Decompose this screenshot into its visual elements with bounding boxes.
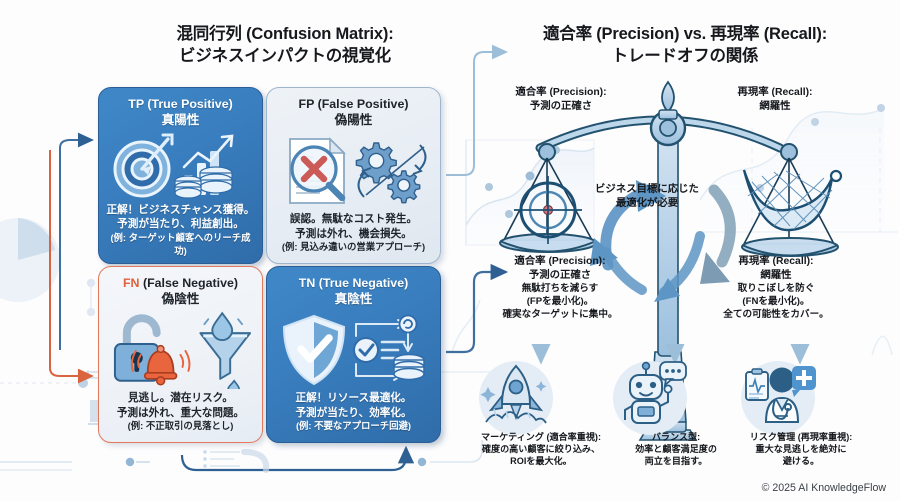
tn-desc-line1: 正解！リソース最適化。 — [295, 392, 412, 405]
robot-icon — [624, 361, 687, 424]
fn-desc-line1: 見逃し。潜在リスク。 — [127, 392, 234, 405]
tp-desc-line2: 予測が当たり、利益創出。 — [117, 218, 244, 231]
left-section-title: 混同行列 (Confusion Matrix): ビジネスインパクトの視覚化 — [95, 24, 475, 68]
tn-heading-en: TN (True Negative) — [298, 276, 409, 290]
balance-line1: ビジネス目標に応じた — [595, 184, 699, 195]
tp-desc-line1: 正解！ビジネスチャンス獲得。 — [106, 203, 255, 216]
tn-artwork — [273, 308, 434, 391]
fn-heading: FN (False Negative) 偽陰性 — [123, 275, 238, 308]
usecase-marketing-line1: マーケティング (適合率重視): — [480, 432, 601, 442]
tn-desc-line2: 予測が当たり、効率化。 — [295, 406, 412, 419]
left-title-line2: ビジネスインパクトの視覚化 — [179, 46, 391, 65]
precision-top-label: 適合率 (Precision): 予測の正確さ — [486, 86, 636, 114]
usecase-balanced-line3: 両立を目指す。 — [644, 456, 708, 467]
usecase-marketing-label: マーケティング (適合率重視): 確度の高い顧客に絞り込み、 ROIを最大化。 — [466, 431, 616, 468]
database-icon — [392, 353, 425, 380]
right-section-title: 適合率 (Precision) vs. 再現率 (Recall): トレードオフ… — [485, 24, 885, 68]
doctor-clipboard-icon — [745, 366, 816, 423]
fp-desc-line1: 誤認。無駄なコスト発生。 — [289, 213, 418, 226]
copyright-notice: © 2025 AI KnowledgeFlow — [761, 482, 886, 494]
tp-heading-en: TP (True Positive) — [128, 97, 233, 111]
tn-desc-line3: (例: 不要なアプローチ回避) — [295, 420, 412, 432]
fp-heading-jp: 偽陽性 — [334, 113, 373, 128]
recall-detail-line1: 再現率 (Recall): — [738, 256, 814, 267]
precision-detail-label: 適合率 (Precision): 予測の正確さ 無駄打ちを減らす (FPを最小化… — [476, 255, 644, 321]
fp-heading: FP (False Positive) 偽陽性 — [299, 96, 409, 129]
precision-detail-line2: 予測の正確さ — [528, 269, 592, 281]
recall-detail-label: 再現率 (Recall): 網羅性 取りこぼしを防ぐ (FNを最小化)。 全ての… — [692, 255, 860, 321]
fn-heading-en: (False Negative) — [139, 276, 238, 290]
fn-heading-jp: 偽陰性 — [161, 292, 200, 307]
tn-heading-jp: 真陰性 — [334, 292, 373, 307]
fn-description: 見逃し。潜在リスク。 予測は外れ、重大な問題。 (例: 不正取引の見落とし) — [117, 391, 244, 433]
precision-top-line1: 適合率 (Precision): — [515, 87, 607, 98]
fp-desc-line3: (例: 見込み違いの営業アプローチ) — [281, 241, 426, 253]
quadrant-card-false-positive[interactable]: FP (False Positive) 偽陽性 — [266, 87, 441, 264]
tp-desc-line3: (例: ターゲット顧客へのリーチ成功) — [110, 231, 251, 256]
fp-artwork — [273, 129, 434, 212]
usecase-balanced-line2: 効率と顧客満足度の — [635, 444, 717, 455]
usecase-risk-line2: 重大な見逃しを絶対に — [755, 444, 847, 455]
fn-desc-line3: (例: 不正取引の見落とし) — [127, 420, 234, 432]
alarm-bell-icon — [130, 344, 191, 386]
tp-description: 正解！ビジネスチャンス獲得。 予測が当たり、利益創出。 (例: ターゲット顧客へ… — [105, 203, 256, 257]
leaking-funnel-icon — [199, 311, 252, 389]
usecase-marketing-line2: 確度の高い顧客に絞り込み、 — [481, 444, 601, 455]
recall-top-line1: 再現率 (Recall): — [737, 87, 813, 98]
quadrant-card-true-negative[interactable]: TN (True Negative) 真陰性 — [266, 266, 441, 443]
precision-top-line2: 予測の正確さ — [529, 100, 593, 112]
precision-detail-line4: (FPを最小化)。 — [526, 295, 594, 307]
recall-top-label: 再現率 (Recall): 網羅性 — [700, 86, 850, 114]
precision-detail-line3: 無駄打ちを減らす — [521, 282, 599, 294]
shield-check-icon — [282, 314, 345, 385]
usecase-risk-line1: リスク管理 (再現率重視): — [749, 432, 853, 442]
balance-callout-label: ビジネス目標に応じた 最適化が必要 — [577, 183, 717, 211]
coin-stack-icon — [173, 166, 233, 199]
target-arrow-icon — [113, 133, 173, 198]
quadrant-card-true-positive[interactable]: TP (True Positive) 真陽性 — [98, 87, 263, 264]
usecase-marketing-line3: ROIを最大化。 — [510, 456, 572, 467]
right-title-line2: トレードオフの関係 — [611, 46, 759, 65]
tn-heading: TN (True Negative) 真陰性 — [299, 275, 408, 308]
balance-line2: 最適化が必要 — [615, 197, 679, 209]
fn-heading-abbr: FN — [122, 276, 140, 290]
usecase-balanced-line1: バランス型: — [651, 432, 701, 442]
rocket-icon — [480, 364, 547, 424]
tn-description: 正解！リソース最適化。 予測が当たり、効率化。 (例: 不要なアプローチ回避) — [295, 391, 411, 433]
quadrant-card-false-negative[interactable]: FN (False Negative) 偽陰性 — [98, 266, 263, 443]
usecase-risk-label: リスク管理 (再現率重視): 重大な見逃しを絶対に 避ける。 — [726, 431, 876, 468]
left-title-line1: 混同行列 (Confusion Matrix): — [176, 25, 394, 43]
tp-heading: TP (True Positive) 真陽性 — [128, 96, 232, 129]
arrows-loop-icon — [357, 144, 426, 198]
fn-desc-line2: 予測は外れ、重大な問題。 — [116, 406, 245, 419]
recall-detail-line3: 取りこぼしを防ぐ — [737, 282, 815, 294]
precision-detail-line5: 確実なターゲットに集中。 — [502, 308, 618, 320]
recall-detail-line5: 全ての可能性をカバー。 — [723, 308, 829, 320]
tp-heading-jp: 真陽性 — [161, 113, 200, 128]
recall-top-line2: 網羅性 — [759, 100, 791, 112]
tp-artwork — [105, 129, 256, 203]
gears-icon — [355, 141, 420, 204]
fp-heading-en: FP (False Positive) — [298, 97, 409, 111]
right-title-line1: 適合率 (Precision) vs. 再現率 (Recall): — [542, 25, 828, 43]
fn-artwork — [105, 308, 256, 391]
document-magnifier-x-icon — [288, 136, 346, 204]
fp-desc-line2: 予測は外れ、機会損失。 — [295, 227, 412, 240]
fp-description: 誤認。無駄なコスト発生。 予測は外れ、機会損失。 (例: 見込み違いの営業アプロ… — [282, 212, 425, 254]
precision-detail-line1: 適合率 (Precision): — [514, 256, 606, 267]
recall-detail-line2: 網羅性 — [760, 269, 792, 281]
usecase-risk-line3: 避ける。 — [782, 456, 820, 467]
recall-detail-line4: (FNを最小化)。 — [742, 295, 810, 307]
usecase-balanced-label: バランス型: 効率と顧客満足度の 両立を目指す。 — [601, 431, 751, 468]
